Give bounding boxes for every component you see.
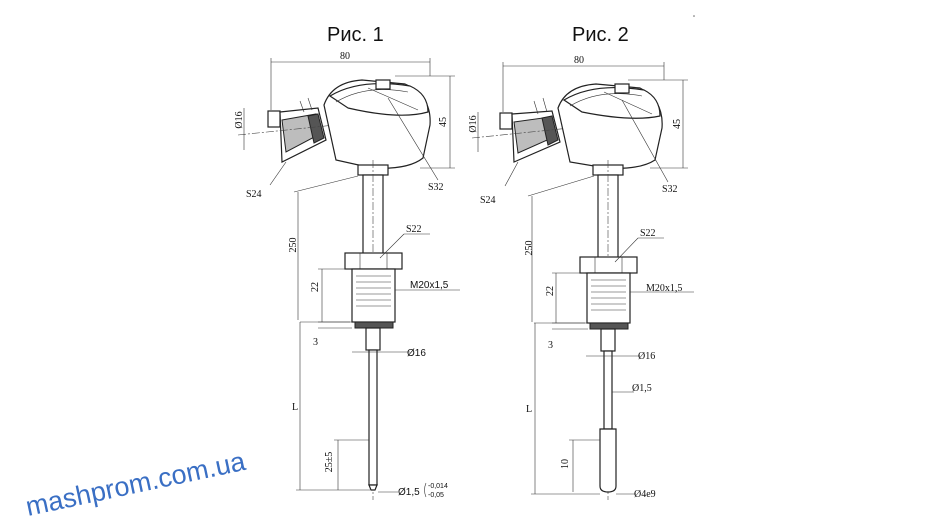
fig1-tol-upper: -0,014 [428,483,448,490]
fig1-height-dim: 45 [438,117,449,127]
fig1-tip-len-dim: 25±5 [324,452,335,473]
figure-2-title: Рис. 2 [572,24,629,46]
fig2-washer-dim: 3 [548,340,553,351]
fig2-tip-dia-label: Ø4e9 [634,489,656,500]
fig2-length-dim: L [526,404,532,415]
fig1-width-dim: 80 [340,51,350,62]
figure-1: Рис. 1 80 45 Ø16 S24 S32 [234,24,460,500]
fig1-nut-fitting-label: S22 [406,224,422,235]
fig2-sheath-dia-label: Ø1,5 [632,383,652,394]
fig1-tol-lower: -0,05 [428,492,444,499]
fig2-width-dim: 80 [574,55,584,66]
fig1-washer-dim: 3 [313,337,318,348]
fig2-nut-head-label: S32 [662,184,678,195]
fig2-cable-dia-dim: Ø16 [468,115,479,132]
figure-1-title: Рис. 1 [327,24,384,46]
fig2-thread-label: M20x1,5 [646,283,682,294]
fig2-tip-len-dim: 10 [560,459,571,469]
fig2-fit-len-dim: 22 [545,286,556,296]
fig1-nut-left-label: S24 [246,189,262,200]
fig1-fit-len-dim: 22 [310,282,321,292]
figure-2: Рис. 2 80 45 Ø16 S24 S32 [468,24,694,500]
fig1-length-top-dim: 250 [288,238,299,253]
fig2-nut-fitting-label: S22 [640,228,656,239]
fig2-height-dim: 45 [672,119,683,129]
fig1-fitting-dia-label: Ø16 [407,348,426,359]
fig2-length-top-dim: 250 [524,241,535,256]
fig2-fitting-dia-label: Ø16 [638,351,655,362]
fig1-tip-dia-label: Ø1,5 [398,487,420,498]
fig1-length-dim: L [292,402,298,413]
stray-mark [693,15,695,17]
fig1-thread-label: M20x1,5 [410,280,449,291]
fig1-nut-head-label: S32 [428,182,444,193]
fig1-cable-dia-dim: Ø16 [234,111,245,128]
watermark-text: mashprom.com.ua [23,446,249,522]
fig2-nut-left-label: S24 [480,195,496,206]
